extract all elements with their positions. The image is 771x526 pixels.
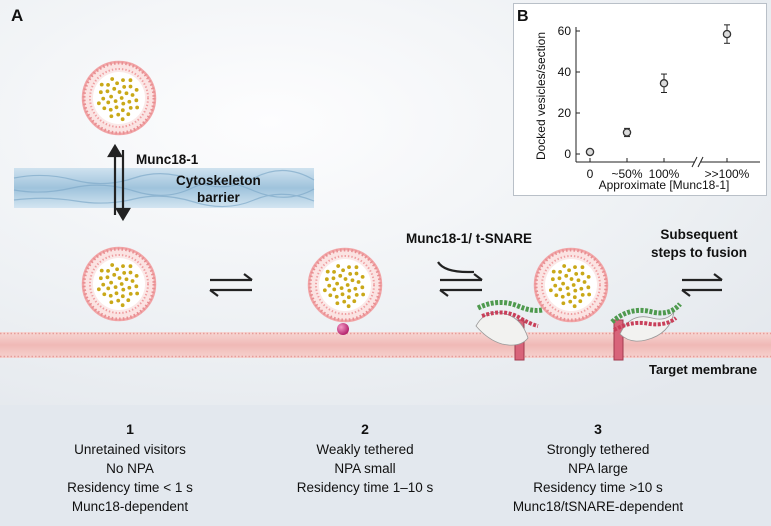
state-1-line: Munc18-dependent [71,499,189,514]
snare-complex-icon [475,300,543,361]
munc18-tsnare-label: Munc18-1/ t-SNARE [406,231,533,246]
subsequent-steps-label: Subsequent steps to fusion [651,226,747,262]
vesicle-icon [81,60,157,136]
state-1-line: No NPA [106,461,154,476]
state-2-line: NPA small [334,461,396,476]
state-3-line: Munc18/tSNARE-dependent [512,499,684,514]
x-axis-label: Approximate [Munc18-1] [599,178,730,192]
state-3-line: NPA large [568,461,628,476]
state-3-number: 3 [594,421,602,437]
cytoskeleton-barrier [13,168,315,208]
state-2: 2 Weakly tethered NPA small Residency ti… [280,420,450,497]
x-tick-label: 100% [649,167,680,181]
state-2-number: 2 [361,421,369,437]
state-3: 3 Strongly tethered NPA large Residency … [508,420,688,516]
panel-a-letter: A [11,6,24,25]
state-1-line: Unretained visitors [74,442,186,457]
data-point [722,29,732,39]
equilibrium-arrow-icon [209,273,253,297]
y-tick-label: 0 [564,147,571,161]
subsequent-line2: steps to fusion [651,245,748,260]
data-point [622,128,632,137]
vesicle-group [81,60,609,323]
equilibrium-arrow-icon [437,261,483,297]
target-membrane-label: Target membrane [649,362,758,377]
snare-complex-icon [610,302,682,361]
y-tick-label: 60 [558,24,572,38]
state-2-line: Weakly tethered [316,442,414,457]
vesicle-icon [81,246,157,322]
state-1: 1 Unretained visitors No NPA Residency t… [50,420,210,516]
x-tick-label: ~50% [611,167,642,181]
cytoskeleton-label: Cytoskeleton barrier [176,172,261,206]
npa-anchor-icon [337,323,349,335]
x-tick-label: 0 [587,167,594,181]
axis-break-mark [691,156,698,168]
state-legend [0,405,771,526]
munc18-translocation-arrows [107,143,131,222]
data-point [585,147,595,157]
docking-chart: B Docked vesicles/section Approximate [M… [517,8,760,192]
state-1-line: Residency time < 1 s [67,480,193,495]
panel-b-inset: B Docked vesicles/section Approximate [M… [513,3,767,196]
panel-b-letter: B [517,8,529,25]
y-tick-label: 20 [558,106,572,120]
chart-marks: 0 20 40 60 0 ~50% 100% >>100% [558,24,760,181]
vesicle-icon [307,247,383,323]
x-tick-label: >>100% [705,167,750,181]
equilibrium-arrow-icon [681,273,723,297]
state-3-line: Strongly tethered [546,442,650,457]
cytoskeleton-label-line1: Cytoskeleton [176,173,261,188]
data-point [659,79,669,88]
cytoskeleton-label-line2: barrier [197,190,240,205]
state-1-number: 1 [126,421,134,437]
state-3-line: Residency time >10 s [533,480,663,495]
y-axis-label: Docked vesicles/section [534,32,548,160]
munc18-label: Munc18-1 [136,152,199,167]
state-2-line: Residency time 1–10 s [296,480,434,495]
vesicle-icon [533,247,609,323]
y-tick-label: 40 [558,65,572,79]
axis-break-mark [697,156,704,168]
subsequent-line1: Subsequent [660,227,738,242]
